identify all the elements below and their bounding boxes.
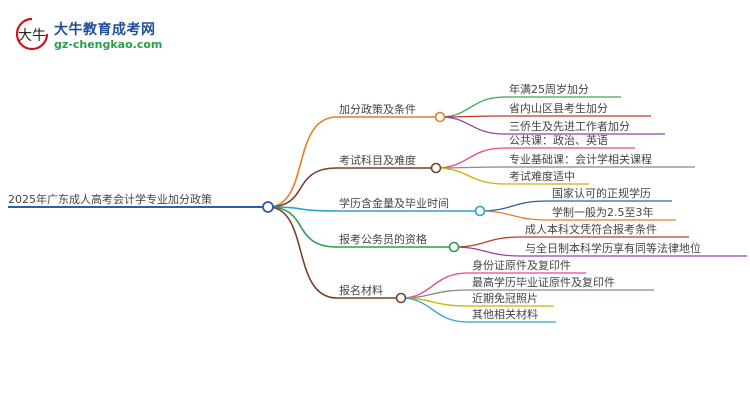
leaf-label: 年满25周岁加分 (509, 82, 589, 96)
branch-connector (267, 206, 338, 212)
brand-logo: 大牛 大牛教育成考网 gz-chengkao.com (14, 16, 174, 56)
brand-logo-icon: 大牛 (15, 17, 49, 51)
leaf-label: 近期免冠照片 (472, 291, 538, 305)
leaf-label: 与全日制本科学历享有同等法律地位 (525, 241, 701, 255)
branch-connector (267, 167, 338, 208)
leaf-connector (479, 210, 549, 221)
leaf-connector (453, 246, 522, 257)
leaf-connector (435, 147, 506, 169)
leaf-connector (400, 297, 469, 323)
root-label: 2025年广东成人高考会计学专业加分政策 (8, 192, 212, 206)
leaf-connector (453, 236, 522, 248)
branch-label: 加分政策及条件 (339, 102, 416, 116)
leaf-label: 公共课：政治、英语 (509, 133, 608, 147)
leaf-label: 其他相关材料 (472, 307, 538, 321)
leaf-label: 身份证原件及复印件 (472, 258, 571, 272)
branch-node (474, 205, 486, 217)
branch-node (448, 241, 460, 253)
leaf-connector (435, 167, 506, 185)
branch-node (430, 162, 442, 174)
branch-connector (267, 206, 338, 248)
branch-connector (267, 116, 338, 208)
brand-logo-glyph: 大牛 (18, 28, 46, 44)
leaf-label: 最高学历毕业证原件及复印件 (472, 275, 615, 289)
branch-label: 考试科目及难度 (339, 153, 416, 167)
leaf-label: 省内山区县考生加分 (509, 101, 608, 115)
leaf-label: 三侨生及先进工作者加分 (509, 119, 630, 133)
leaf-label: 国家认可的正规学历 (552, 186, 651, 200)
branch-label: 报名材料 (339, 283, 383, 297)
branch-node (395, 292, 407, 304)
root-node (262, 201, 274, 213)
branch-label: 报考公务员的资格 (339, 232, 427, 246)
leaf-label: 专业基础课：会计学相关课程 (509, 152, 652, 166)
leaf-connector (479, 200, 549, 212)
leaf-label: 学制一般为2.5至3年 (552, 205, 654, 219)
brand-title: 大牛教育成考网 (54, 22, 156, 38)
branch-connector (267, 206, 338, 299)
brand-url[interactable]: gz-chengkao.com (54, 38, 163, 51)
leaf-label: 考试难度适中 (509, 169, 575, 183)
branch-node (434, 111, 446, 123)
branch-label: 学历含金量及毕业时间 (339, 196, 449, 210)
leaf-label: 成人本科文凭符合报考条件 (525, 222, 657, 236)
leaf-connector (439, 116, 506, 135)
leaf-connector (439, 96, 506, 118)
